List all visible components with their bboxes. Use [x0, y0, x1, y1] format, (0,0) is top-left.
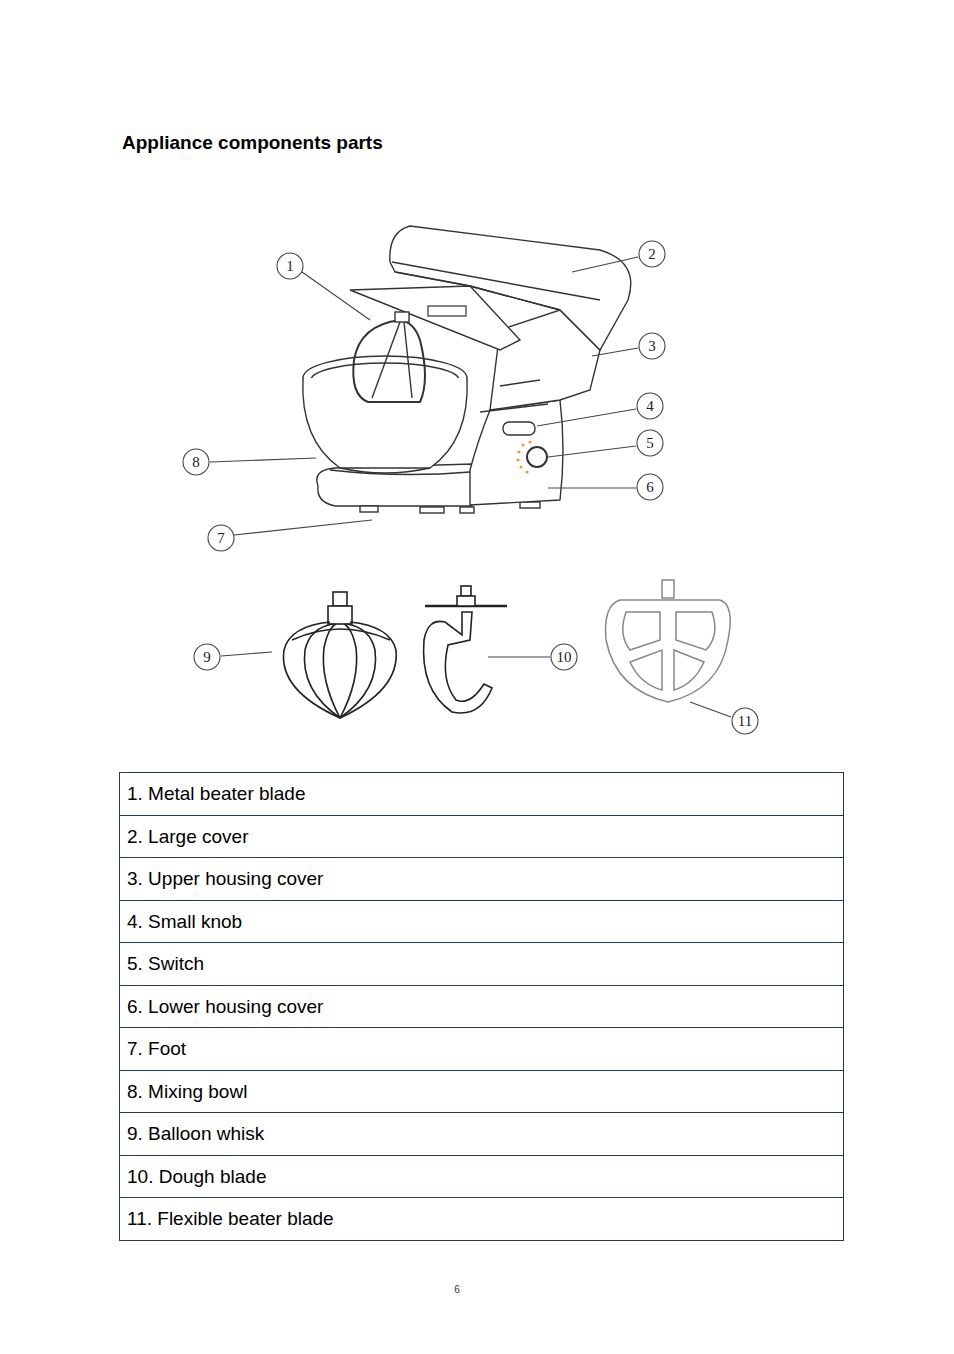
callout-number: 10	[551, 644, 577, 670]
callout-number: 8	[183, 449, 209, 475]
table-row: 8. Mixing bowl	[119, 1070, 844, 1113]
table-cell-text: 8. Mixing bowl	[127, 1081, 247, 1103]
table-row: 2. Large cover	[119, 815, 844, 858]
callout-number: 11	[732, 708, 758, 734]
page-number: 6	[454, 1284, 460, 1295]
callout-number: 3	[639, 333, 665, 359]
table-row: 6. Lower housing cover	[119, 985, 844, 1028]
table-cell-text: 2. Large cover	[127, 826, 248, 848]
table-cell-text: 1. Metal beater blade	[127, 783, 306, 805]
table-cell-text: 5. Switch	[127, 953, 204, 975]
table-cell-text: 10. Dough blade	[127, 1166, 266, 1188]
callout-number: 2	[639, 241, 665, 267]
table-row: 10. Dough blade	[119, 1155, 844, 1198]
callout-number: 4	[637, 393, 663, 419]
table-cell-text: 4. Small knob	[127, 911, 242, 933]
table-cell-text: 11. Flexible beater blade	[127, 1208, 334, 1230]
callout-number: 1	[277, 253, 303, 279]
callout-number: 9	[194, 644, 220, 670]
table-cell-text: 9. Balloon whisk	[127, 1123, 264, 1145]
callout-number: 5	[637, 430, 663, 456]
table-row: 11. Flexible beater blade	[119, 1197, 844, 1241]
table-row: 5. Switch	[119, 942, 844, 986]
table-row: 1. Metal beater blade	[119, 772, 844, 816]
table-row: 9. Balloon whisk	[119, 1112, 844, 1156]
table-row: 4. Small knob	[119, 900, 844, 943]
table-cell-text: 7. Foot	[127, 1038, 186, 1060]
table-row: 3. Upper housing cover	[119, 857, 844, 901]
page-title: Appliance components parts	[122, 132, 383, 154]
table-cell-text: 6. Lower housing cover	[127, 996, 323, 1018]
callout-number: 7	[208, 525, 234, 551]
table-cell-text: 3. Upper housing cover	[127, 868, 323, 890]
table-row: 7. Foot	[119, 1027, 844, 1071]
callout-number: 6	[637, 474, 663, 500]
